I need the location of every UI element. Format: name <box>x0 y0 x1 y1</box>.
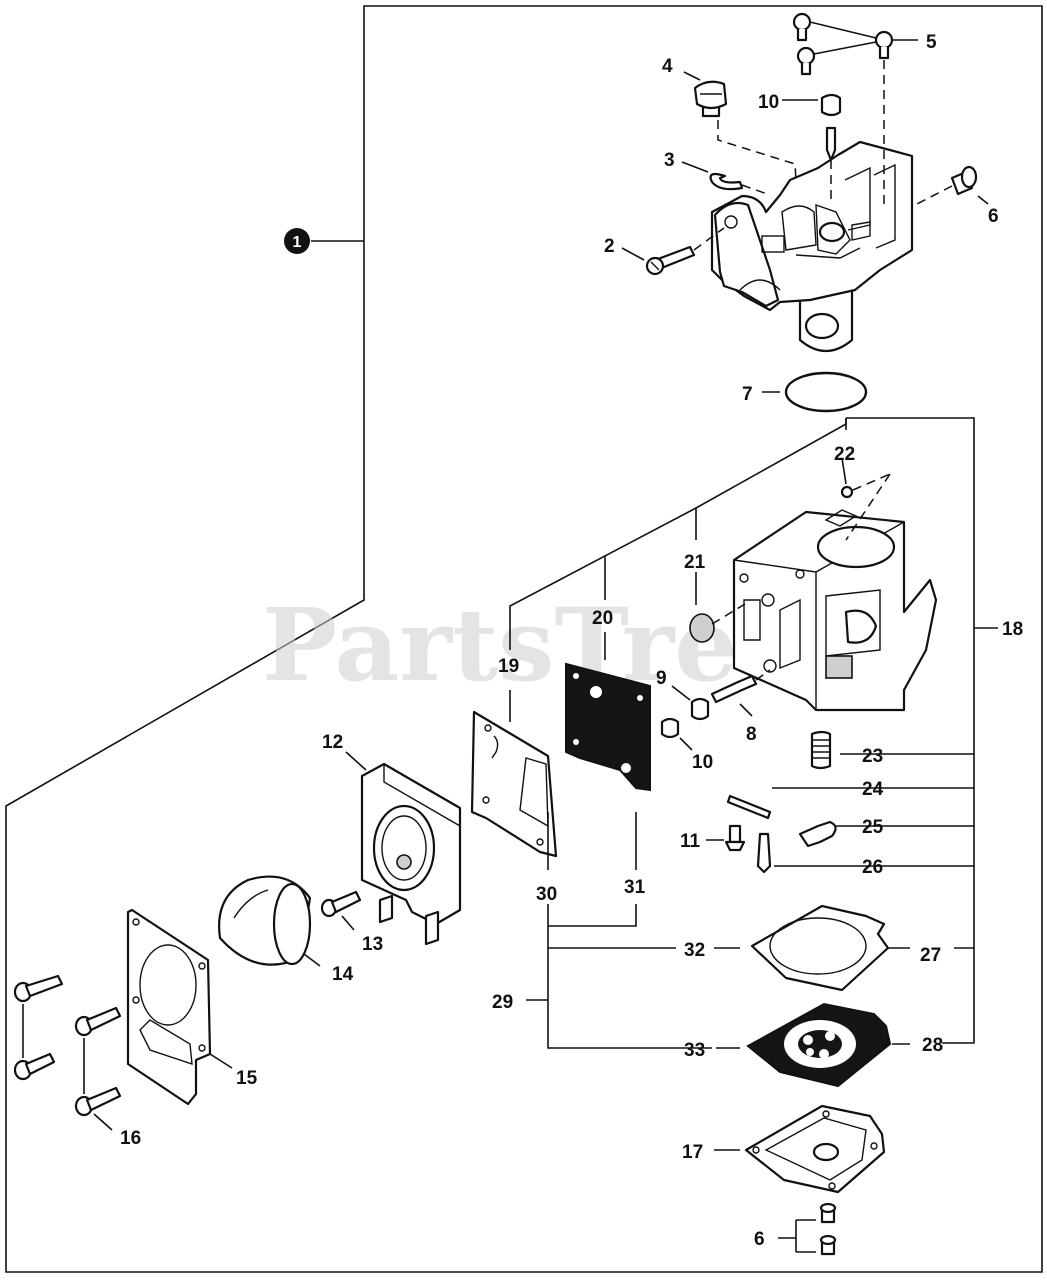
carburetor-body <box>732 509 938 712</box>
callout-22: 22 <box>834 444 855 465</box>
needle <box>825 126 837 162</box>
callout-7: 7 <box>742 384 753 405</box>
screw-6-top <box>950 165 978 196</box>
callout-10-top: 10 <box>758 92 779 113</box>
callout-18: 18 <box>1002 619 1023 640</box>
callout-4: 4 <box>662 56 673 77</box>
nut-10-top <box>820 93 842 117</box>
gasket-27 <box>750 904 890 992</box>
needle-8 <box>710 674 758 704</box>
part-9 <box>690 697 710 721</box>
pump-cover-12 <box>360 762 462 946</box>
callout-10-lower: 10 <box>692 752 713 773</box>
pin-24 <box>726 794 772 820</box>
callout-11: 11 <box>680 831 701 852</box>
screws-6-bottom <box>819 1202 837 1256</box>
throttle-body <box>710 140 914 353</box>
callout-16: 16 <box>120 1128 141 1149</box>
o-ring-7 <box>784 371 868 413</box>
diaphragm-28 <box>746 1002 892 1088</box>
screen-21 <box>689 613 715 643</box>
callout-30: 30 <box>536 884 557 905</box>
screw-2 <box>645 245 696 276</box>
callout-8: 8 <box>746 724 757 745</box>
callout-12: 12 <box>322 732 343 753</box>
assembly-1-marker <box>284 228 310 254</box>
callout-5: 5 <box>926 32 937 53</box>
callout-17: 17 <box>682 1142 703 1163</box>
callout-33: 33 <box>684 1040 705 1061</box>
screw-11 <box>724 824 746 852</box>
spring-23 <box>810 730 832 770</box>
screw-13 <box>320 890 362 918</box>
callout-21: 21 <box>684 552 706 573</box>
clip-3 <box>709 172 744 191</box>
primer-bulb-14 <box>218 875 312 966</box>
needle-26 <box>756 832 772 874</box>
callout-31: 31 <box>624 877 646 898</box>
callout-27: 27 <box>920 945 941 966</box>
callout-3: 3 <box>664 150 675 171</box>
lever-25 <box>798 820 837 848</box>
gasket-19 <box>470 710 558 858</box>
callout-32: 32 <box>684 940 705 961</box>
assembly-frame <box>5 5 1043 1273</box>
callout-13: 13 <box>362 934 383 955</box>
callout-24: 24 <box>862 779 884 800</box>
callout-15: 15 <box>236 1068 258 1089</box>
ball-22 <box>840 485 854 499</box>
watermark: PartsTree <box>262 586 802 704</box>
callout-26: 26 <box>862 857 883 878</box>
callout-6-bottom: 6 <box>754 1229 765 1250</box>
callout-2: 2 <box>604 236 615 257</box>
callout-29: 29 <box>492 992 513 1013</box>
screws-16 <box>13 974 122 1117</box>
plug-4 <box>693 80 728 118</box>
callout-9: 9 <box>656 668 667 689</box>
callout-25: 25 <box>862 817 884 838</box>
callout-1: 1 <box>293 234 302 251</box>
callout-20: 20 <box>592 608 613 629</box>
callout-28: 28 <box>922 1035 943 1056</box>
part-10-lower <box>660 717 680 739</box>
cover-17 <box>744 1104 886 1194</box>
callout-6-top: 6 <box>988 206 999 227</box>
callout-23: 23 <box>862 746 883 767</box>
screw-5 <box>792 12 894 76</box>
callout-14: 14 <box>332 964 354 985</box>
callout-19: 19 <box>498 656 519 677</box>
plate-15 <box>126 908 212 1106</box>
gasket-20 <box>565 662 651 792</box>
